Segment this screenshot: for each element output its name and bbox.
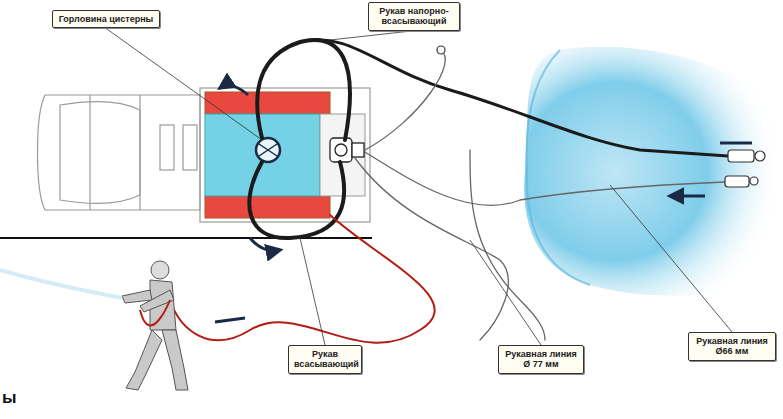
suction-hose [249, 162, 344, 238]
pump-unit [330, 138, 364, 162]
callout-text: Рукав напорно-всасывающий [374, 6, 454, 27]
hose-line-77 [470, 150, 545, 340]
leader-line [106, 28, 262, 140]
leader-line [300, 238, 325, 345]
callout-box: Горловина цистерны [52, 10, 160, 28]
hose-fittings [437, 46, 765, 187]
leader-line [610, 185, 732, 332]
pressure-hose [140, 300, 170, 326]
tank-compartment [205, 92, 330, 114]
tank-hatch [259, 144, 277, 156]
water-edge [527, 50, 590, 285]
hose-line-77 [355, 158, 508, 340]
ground-line [0, 237, 372, 239]
firefighter [122, 261, 188, 390]
callout-box: Рукав напорно-всасывающий [368, 2, 460, 31]
tank-hatch [256, 138, 280, 162]
flow-arrow [250, 238, 280, 251]
flow-arrow [220, 86, 248, 95]
flow-arrow [720, 142, 752, 145]
tank-compartment [205, 196, 330, 218]
hose-line-66 [365, 50, 445, 150]
leader-line [470, 240, 541, 345]
flow-arrow [215, 318, 245, 322]
truck-outline [38, 88, 371, 222]
flow-arrow [670, 195, 705, 198]
callout-text: Рукавная линия Ø66 мм [694, 336, 770, 357]
callout-box: Рукавная линия Ø 77 мм [498, 345, 584, 374]
callout-box: Рукав всасывающий [288, 345, 362, 374]
callout-text: Горловина цистерны [58, 14, 154, 24]
water-reservoir [524, 47, 783, 296]
nozzle-jet [0, 270, 122, 298]
pressure-hose [170, 215, 435, 343]
suction-hose [257, 40, 350, 140]
callout-text: Рукавная линия Ø 77 мм [504, 349, 578, 370]
callout-box: Рукавная линия Ø66 мм [688, 332, 776, 361]
suction-hose-to-water [300, 40, 728, 156]
hose-line-66 [365, 152, 725, 205]
callout-text: Рукав всасывающий [294, 349, 356, 370]
cut-off-heading: ы [2, 388, 17, 408]
leader-line [330, 31, 414, 40]
water-tank [205, 114, 320, 196]
